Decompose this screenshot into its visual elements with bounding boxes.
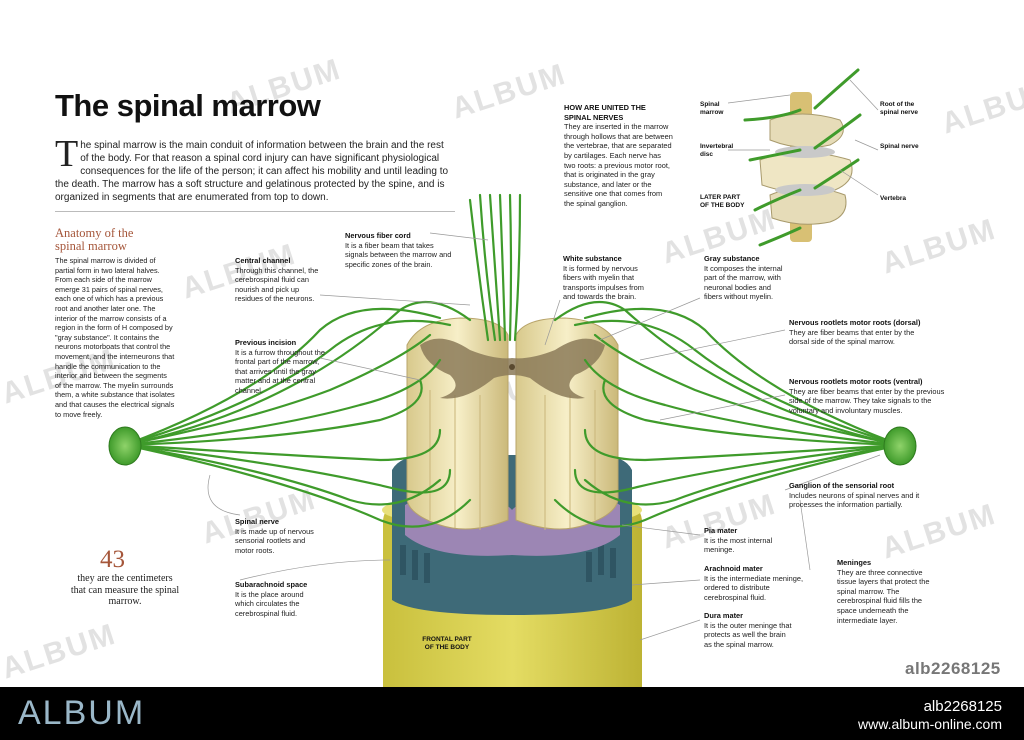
label-title: HOW ARE UNITED THE SPINAL NERVES [564,103,646,122]
page-title: The spinal marrow [55,88,321,123]
label-text: They are fiber beams that enter by the d… [789,327,915,347]
label-dorsal-roots: Nervous rootlets motor roots (dorsal) Th… [789,318,929,347]
divider [55,211,455,212]
inset-label-invertebral-disc: Invertebral disc [700,143,734,158]
spinal-nerve-bundle-right [883,426,917,466]
label-spinal-nerve: Spinal nerve It is made up of nervous se… [235,517,317,555]
label-title: Dura mater [704,611,744,620]
label-title: Ganglion of the sensorial root [789,481,895,490]
label-subarachnoid-space: Subarachnoid space It is the place aroun… [235,580,315,618]
label-title: Spinal nerve [235,517,279,526]
inset-label-vertebra: Vertebra [880,195,907,202]
nerve-fibers [123,193,902,528]
subarachnoid-trabeculae [400,545,616,583]
label-white-substance: White substance It is formed by nervous … [563,254,653,302]
footer-logo[interactable]: ALBUM [18,694,146,732]
label-title: Gray substance [704,254,760,263]
label-nervous-fiber-cord: Nervous fiber cord It is a fiber beam th… [345,231,455,269]
footer-bar [0,687,1024,740]
label-ventral-roots: Nervous rootlets motor roots (ventral) T… [789,377,949,415]
spinal-cord-illustration [108,68,917,687]
inset-label-later-part: LATER PART OF THE BODY [700,194,745,209]
label-text: It is the most internal meninge. [704,535,773,555]
spinal-nerve-bundle-left [108,426,142,466]
label-title: White substance [563,254,622,263]
anatomy-title: Anatomy of the spinal marrow [55,226,134,253]
label-text: It is the place around which circulates … [235,589,304,618]
label-title: Meninges [837,558,872,567]
drop-cap: T [55,133,79,175]
label-text: They are inserted in the marrow through … [564,122,673,208]
label-text: It is formed by nervous fibers with myel… [563,263,644,302]
label-arachnoid-mater: Arachnoid mater It is the intermediate m… [704,564,804,602]
inset-vertebrae [743,68,862,247]
label-title: Pia mater [704,526,738,535]
anatomy-body: The spinal marrow is divided of partial … [55,256,175,419]
label-dura-mater: Dura mater It is the outer meninge that … [704,611,794,649]
label-text: It is a furrow throughout the frontal pa… [235,347,325,395]
label-how-united: HOW ARE UNITED THE SPINAL NERVES They ar… [564,103,674,209]
label-text: They are three connective tissue layers … [837,567,930,625]
label-text: It is a fiber beam that takes signals be… [345,240,452,269]
label-text: Includes neurons of spinal nerves and it… [789,490,920,510]
label-meninges: Meninges They are three connective tissu… [837,558,932,625]
label-text: It is the outer meninge that protects as… [704,620,792,649]
leader-lines [207,79,881,641]
label-title: Arachnoid mater [704,564,763,573]
frontal-part-label: FRONTAL PART OF THE BODY [422,636,472,651]
inset-label-root: Root of the spinal nerve [880,101,918,116]
footer-url[interactable]: www.album-online.com [858,716,1002,732]
label-central-channel: Central channel Through this channel, th… [235,256,323,304]
label-text: Through this channel, the cerebrospinal … [235,265,319,304]
label-title: Nervous rootlets motor roots (dorsal) [789,318,921,327]
label-gray-substance: Gray substance It composes the internal … [704,254,789,302]
label-previous-incision: Previous incision It is a furrow through… [235,338,325,396]
intro-text: he spinal marrow is the main conduit of … [55,140,449,203]
label-title: Nervous fiber cord [345,231,411,240]
image-reference: alb2268125 [905,659,1001,678]
label-text: They are fiber beams that enter by the p… [789,386,945,415]
label-ganglion: Ganglion of the sensorial root Includes … [789,481,929,510]
label-title: Previous incision [235,338,297,347]
label-text: It is the intermediate meninge, ordered … [704,573,804,602]
footer-image-id: alb2268125 [923,698,1002,715]
label-text: It composes the internal part of the mar… [704,263,783,302]
label-title: Nervous rootlets motor roots (ventral) [789,377,923,386]
stat-number: 43 [100,546,125,573]
label-pia-mater: Pia mater It is the most internal mening… [704,526,784,555]
stat-text: they are the centimeters that can measur… [70,573,180,607]
inset-label-spinal-nerve: Spinal nerve [880,143,919,150]
label-text: It is made up of nervous sensorial rootl… [235,526,314,555]
inset-label-spinal-marrow: Spinal marrow [700,101,724,116]
label-title: Central channel [235,256,291,265]
central-channel [509,364,515,370]
label-title: Subarachnoid space [235,580,308,589]
